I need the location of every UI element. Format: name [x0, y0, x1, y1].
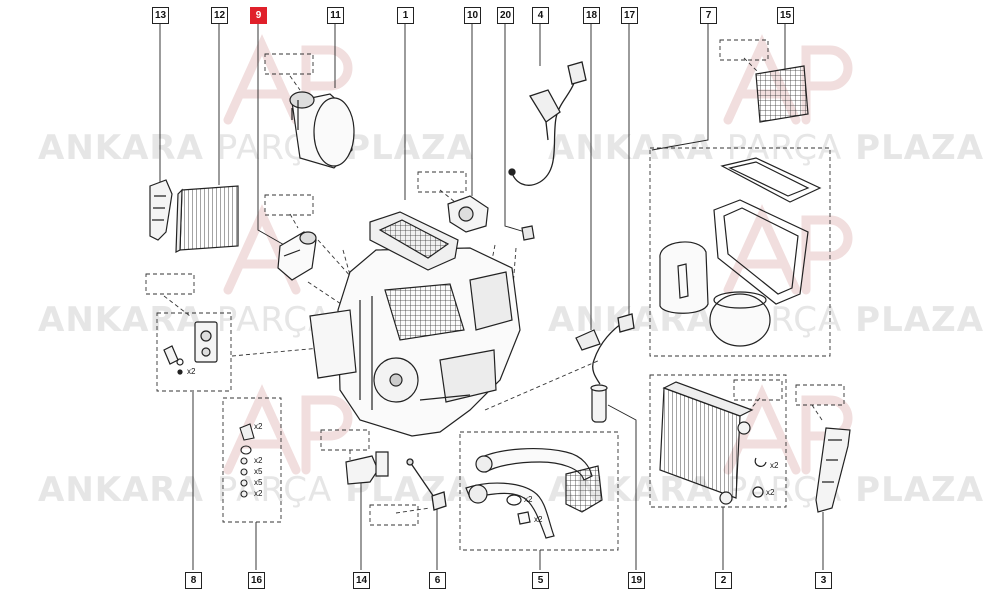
qty-label: x5 [254, 478, 263, 487]
callout-4[interactable]: 4 [532, 7, 549, 24]
qty-label: x2 [254, 456, 263, 465]
callout-18[interactable]: 18 [583, 7, 600, 24]
group-boxes [156, 147, 831, 551]
qty-label: x2 [766, 488, 775, 497]
callout-13[interactable]: 13 [152, 7, 169, 24]
label-placeholders [145, 39, 845, 526]
callout-1[interactable]: 1 [397, 7, 414, 24]
part-17-pipe [592, 313, 635, 385]
qty-label: x2 [254, 422, 263, 431]
leader-lines [159, 22, 824, 570]
callout-16[interactable]: 16 [248, 572, 265, 589]
qty-label: x5 [254, 467, 263, 476]
callout-8[interactable]: 8 [185, 572, 202, 589]
qty-label: x2 [254, 489, 263, 498]
callout-10[interactable]: 10 [464, 7, 481, 24]
callout-20[interactable]: 20 [497, 7, 514, 24]
part-1-heater-housing [309, 211, 521, 437]
callout-14[interactable]: 14 [353, 572, 370, 589]
part-13-bracket [149, 179, 173, 241]
part-10-valve [447, 195, 489, 233]
callout-9-highlighted[interactable]: 9 [250, 7, 267, 24]
callout-19[interactable]: 19 [628, 572, 645, 589]
part-11-canister [289, 91, 355, 169]
callout-12[interactable]: 12 [211, 7, 228, 24]
part-9-actuator [277, 231, 317, 281]
part-20-clip [521, 225, 535, 241]
part-2-heater-core [659, 381, 767, 505]
callout-7[interactable]: 7 [700, 7, 717, 24]
part-12-cabin-filter [175, 185, 239, 253]
qty-label: x2 [770, 461, 779, 470]
qty-label: x2 [187, 367, 196, 376]
part-3-side-bracket [815, 427, 851, 513]
part-5-hoses [465, 448, 603, 539]
callout-5[interactable]: 5 [532, 572, 549, 589]
part-6-sensor-rod [406, 458, 447, 511]
part-4-wiring-harness [508, 61, 587, 186]
ap-logo-watermark [223, 34, 853, 475]
qty-label: x2 [524, 495, 533, 504]
part-14-actuator-motor [345, 451, 389, 485]
callout-17[interactable]: 17 [621, 7, 638, 24]
callout-15[interactable]: 15 [777, 7, 794, 24]
part-15-small-filter [755, 65, 809, 123]
part-8-expansion-valve [163, 321, 218, 375]
qty-label: x2 [534, 515, 543, 524]
callout-6[interactable]: 6 [429, 572, 446, 589]
part-16-hardware-kit [239, 423, 255, 498]
callout-11[interactable]: 11 [327, 7, 344, 24]
callout-3[interactable]: 3 [815, 572, 832, 589]
part-19-sleeve [590, 384, 608, 423]
part-7-gasket-set [659, 157, 822, 347]
callout-2[interactable]: 2 [715, 572, 732, 589]
part-18-connector [575, 329, 601, 351]
